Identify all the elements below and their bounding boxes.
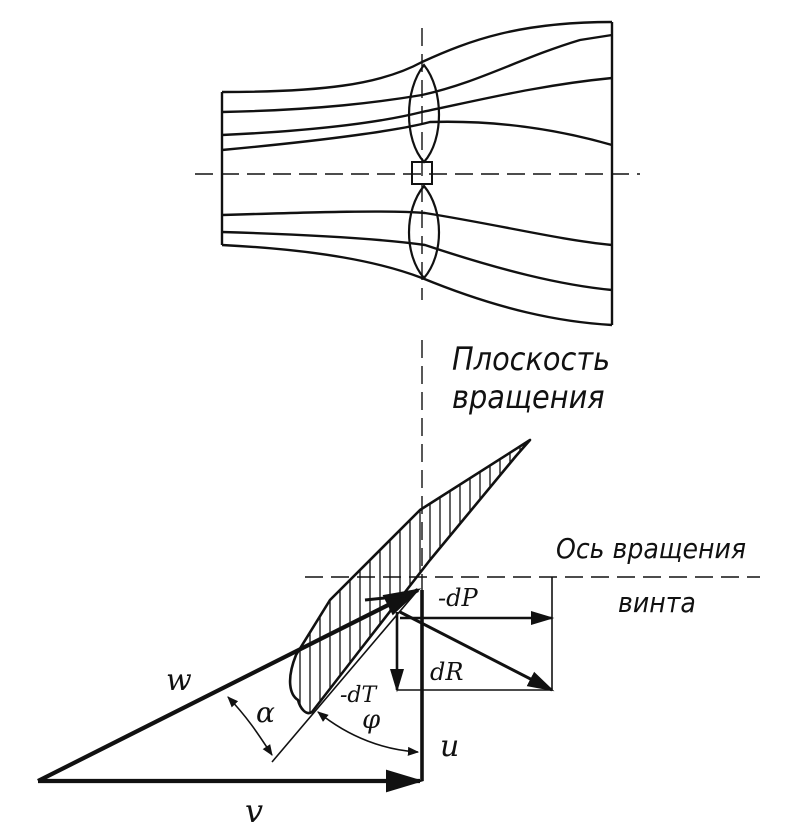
blade-outline <box>288 438 532 715</box>
rotation-plane-label-line1: Плоскость <box>452 340 610 378</box>
angle-marks <box>227 696 420 756</box>
streamline <box>221 20 613 94</box>
rotation-axis-label-line2: винта <box>618 586 696 619</box>
chord-line <box>271 589 419 763</box>
phi-label: φ <box>362 705 381 735</box>
propeller-blade-lower <box>408 184 440 280</box>
alpha-label: α <box>256 696 275 729</box>
w-label: w <box>166 663 192 698</box>
streamline <box>221 120 613 152</box>
streamline <box>221 230 613 292</box>
dR-label: dR <box>430 658 463 686</box>
blade-section <box>288 438 532 715</box>
alpha-arc <box>227 696 273 756</box>
v-label: v <box>245 792 263 829</box>
top-centerlines <box>195 28 640 300</box>
dR-vector <box>399 610 555 692</box>
rotation-axis-label-line1: Ось вращения <box>556 532 746 565</box>
rotation-plane-label-line2: вращения <box>452 378 605 416</box>
streamline <box>221 210 613 247</box>
force-vectors <box>364 577 555 693</box>
w-vector <box>37 588 422 783</box>
streamline <box>221 33 613 114</box>
streamline <box>221 243 613 327</box>
u-label: u <box>440 729 459 764</box>
dP-label: -dP <box>438 584 478 612</box>
phi-arc <box>317 711 420 756</box>
streamline <box>221 76 613 137</box>
dT-label: -dT <box>340 683 379 708</box>
